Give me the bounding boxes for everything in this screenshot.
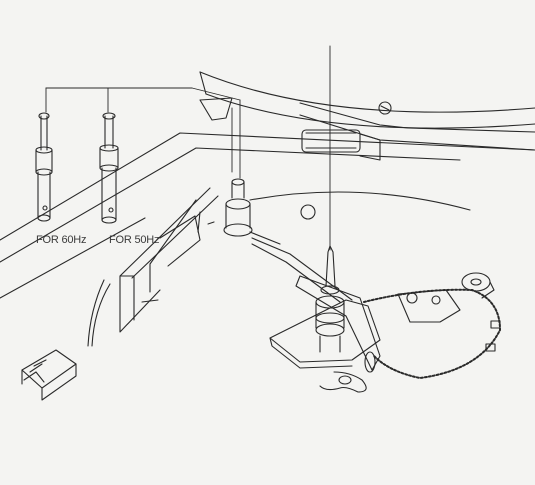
idler-lever: [295, 275, 381, 373]
leader-lines: [45, 45, 331, 251]
spindle-plate: [269, 299, 381, 369]
fastener-square: [490, 320, 501, 329]
drive-gear: [363, 288, 501, 379]
platter-rim: [199, 71, 535, 129]
hinge-assembly: [301, 101, 392, 161]
platter-screw: [300, 204, 316, 220]
switch-block: [21, 349, 77, 401]
motor-pulley-mount: [197, 178, 253, 237]
spring-linkage: [249, 231, 353, 303]
spindle: [315, 245, 345, 353]
fastener-square: [485, 343, 496, 352]
tonearm-bracket: [87, 187, 219, 347]
platter-edge: [249, 191, 471, 211]
label-for-60hz: FOR 60Hz: [36, 234, 87, 246]
pulley-50hz: [99, 112, 119, 224]
cam-ring: [461, 272, 495, 299]
hook-lever: [319, 371, 367, 393]
label-for-50hz: FOR 50Hz: [109, 234, 160, 246]
pulley-60hz: [35, 112, 53, 222]
